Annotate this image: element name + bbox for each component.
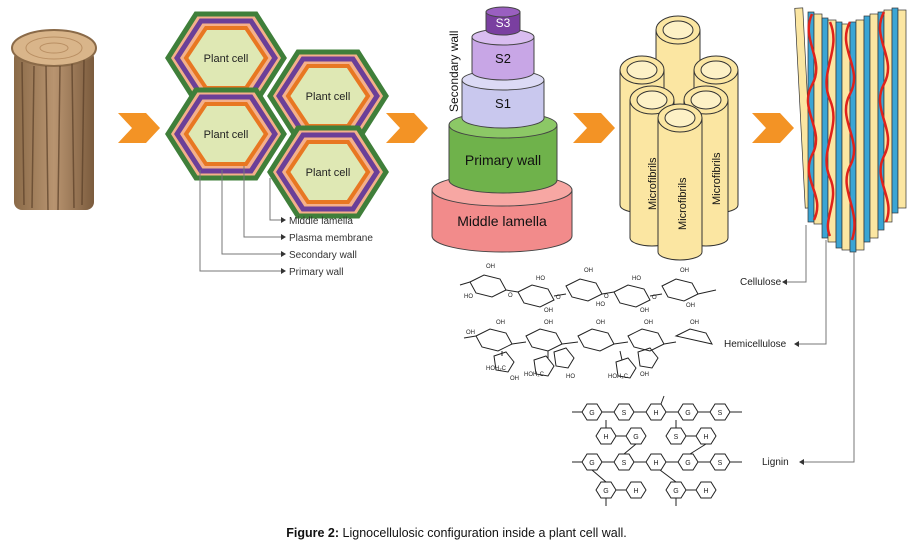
svg-text:H: H — [653, 410, 658, 417]
svg-text:OH: OH — [644, 320, 653, 326]
svg-text:HOH₂C: HOH₂C — [486, 366, 507, 372]
svg-text:G: G — [685, 460, 690, 467]
cellulose-pointer — [792, 225, 807, 283]
figure-caption: Figure 2: Lignocellulosic configuration … — [0, 526, 913, 540]
lignin-label: Lignin — [762, 457, 789, 468]
svg-text:OH: OH — [496, 320, 505, 326]
svg-text:O: O — [556, 295, 561, 301]
svg-text:S: S — [718, 460, 723, 467]
plant-cell-label: Plant cell — [306, 167, 351, 179]
arrow-right-icon — [118, 113, 160, 143]
microfibrils-label-left: Microfibrils — [647, 157, 659, 210]
svg-text:G: G — [603, 488, 608, 495]
lignin-wavy-lines — [806, 11, 890, 241]
hexagon-cell: Plant cell — [267, 49, 389, 143]
svg-text:G: G — [633, 434, 638, 441]
svg-text:OH: OH — [510, 376, 519, 382]
svg-text:HO: HO — [566, 374, 575, 380]
svg-text:H: H — [653, 460, 658, 467]
middle-lamella-callout: Middle lamella — [289, 216, 353, 227]
primary-wall-label: Primary wall — [465, 152, 541, 168]
svg-text:G: G — [589, 410, 594, 417]
svg-text:OH: OH — [596, 320, 605, 326]
svg-text:OH: OH — [486, 264, 495, 270]
microfibrils-label-right: Microfibrils — [711, 152, 723, 205]
svg-text:OH: OH — [640, 372, 649, 378]
svg-text:O: O — [604, 294, 609, 300]
hemicellulose-structure — [463, 328, 713, 379]
wood-log-image — [11, 29, 97, 211]
plant-cell-label: Plant cell — [204, 129, 249, 141]
arrow-right-icon — [752, 113, 794, 143]
s1-label: S1 — [495, 96, 511, 111]
svg-text:G: G — [673, 488, 678, 495]
cellulose-label: Cellulose — [740, 277, 782, 288]
cellulose-structure — [459, 274, 717, 308]
arrow-right-icon — [573, 113, 615, 143]
svg-text:H: H — [633, 488, 638, 495]
cellulose-atom-labels: OH HO O HO O OH OH O HO HO O OH OH OH — [464, 264, 695, 314]
svg-text:OH: OH — [544, 308, 553, 314]
lignin-structure — [572, 395, 742, 506]
microfibril-bundle — [619, 15, 739, 261]
svg-text:OH: OH — [640, 308, 649, 314]
plasma-membrane-callout: Plasma membrane — [289, 233, 373, 244]
svg-text:G: G — [589, 460, 594, 467]
svg-text:OH: OH — [466, 330, 475, 336]
plant-cell-label: Plant cell — [204, 53, 249, 65]
svg-text:HO: HO — [632, 276, 641, 282]
callout-arrowheads — [281, 217, 286, 274]
svg-text:O: O — [508, 293, 513, 299]
svg-text:OH: OH — [584, 268, 593, 274]
svg-text:S: S — [622, 460, 627, 467]
middle-lamella-label: Middle lamella — [457, 213, 547, 229]
plant-cell-label: Plant cell — [306, 91, 351, 103]
arrow-right-icon — [386, 113, 428, 143]
hexagon-cell: Plant cell — [165, 11, 287, 105]
svg-text:OH: OH — [690, 320, 699, 326]
svg-text:H: H — [703, 434, 708, 441]
caption-prefix: Figure 2: — [286, 526, 340, 540]
hexagon-cell: Plant cell — [267, 125, 389, 219]
svg-text:S: S — [622, 410, 627, 417]
svg-text:OH: OH — [680, 268, 689, 274]
hexagon-cell: Plant cell — [165, 87, 287, 181]
primary-wall-callout: Primary wall — [289, 267, 343, 278]
svg-text:O: O — [652, 295, 657, 301]
s3-layer: S3 — [485, 6, 521, 36]
lignin-unit-labels: G S H G S H G S H G S H G S G H G H — [589, 410, 722, 495]
svg-text:HO: HO — [536, 276, 545, 282]
svg-text:G: G — [685, 410, 690, 417]
caption-text: Lignocellulosic configuration inside a p… — [339, 526, 627, 540]
microfibrils-label-center: Microfibrils — [677, 177, 689, 230]
svg-text:OH: OH — [686, 303, 695, 309]
svg-text:OH: OH — [544, 320, 553, 326]
secondary-wall-side-label: Secondary wall — [447, 31, 461, 112]
svg-text:S: S — [674, 434, 679, 441]
svg-text:HO: HO — [596, 302, 605, 308]
hemicellulose-label: Hemicellulose — [724, 339, 787, 350]
svg-text:H: H — [603, 434, 608, 441]
lignin-pointer — [800, 252, 855, 463]
secondary-wall-callout: Secondary wall — [289, 250, 357, 261]
s3-label: S3 — [496, 16, 511, 30]
s2-label: S2 — [495, 51, 511, 66]
svg-text:HOH₂C: HOH₂C — [608, 374, 629, 380]
s2-layer: S2 — [471, 28, 535, 81]
svg-text:H: H — [703, 488, 708, 495]
svg-text:HO: HO — [464, 294, 473, 300]
svg-text:HOH₂C: HOH₂C — [524, 372, 545, 378]
hemicellulose-pointer — [795, 240, 827, 345]
svg-text:S: S — [718, 410, 723, 417]
callout-lines — [199, 166, 281, 272]
